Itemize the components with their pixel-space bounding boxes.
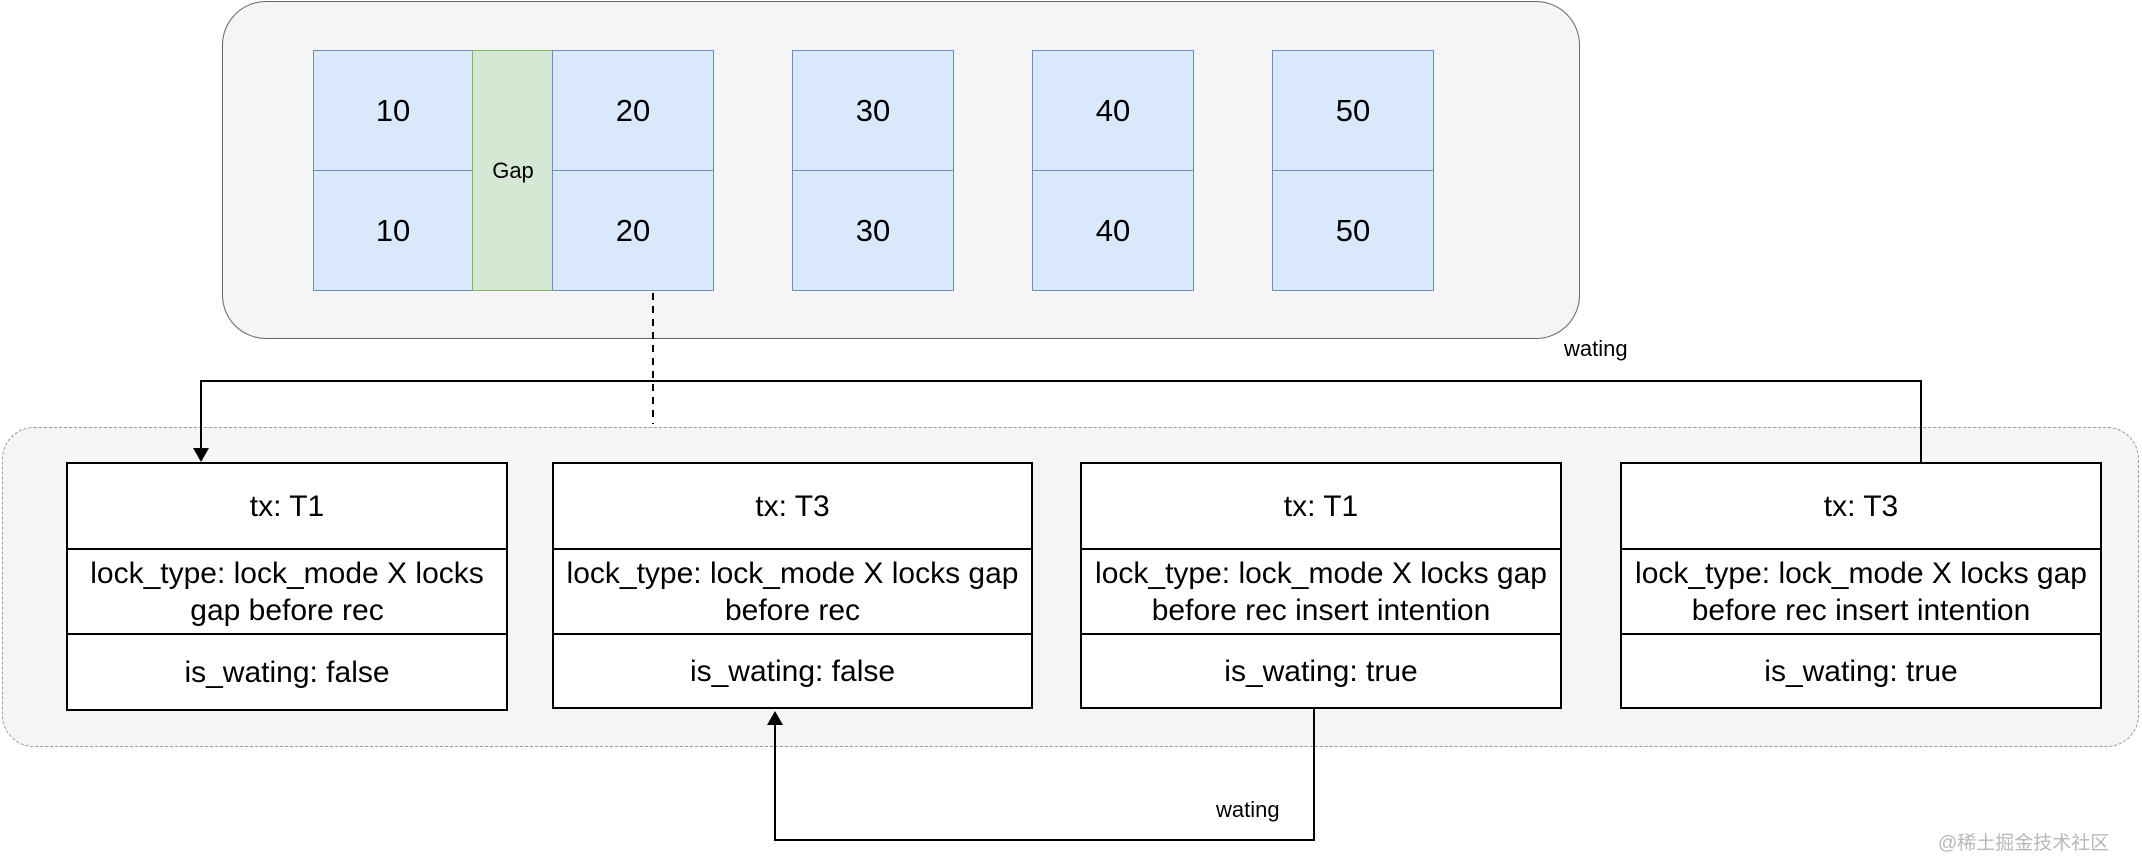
lock-card-t1-insert-intention: tx: T1 lock_type: lock_mode X locks gap … [1080,462,1562,709]
lock-is-waiting: is_wating: true [1764,654,1958,688]
record-10-bottom: 10 [313,170,473,291]
lock-card-t3-gap: tx: T3 lock_type: lock_mode X locks gap … [552,462,1033,709]
lock-tx: tx: T3 [1622,464,2100,550]
record-value: 50 [1335,93,1371,128]
bottom-waiting-arrowhead [767,711,783,725]
record-value: 20 [615,212,651,248]
record-40-bottom: 40 [1032,170,1194,291]
record-value: 30 [855,93,891,128]
lock-card-t3-insert-intention: tx: T3 lock_type: lock_mode X locks gap … [1620,462,2102,709]
record-20-bottom: 20 [552,170,714,291]
gap-label: Gap [492,157,534,183]
record-value: 10 [375,212,411,248]
lock-type: lock_type: lock_mode X locks gap before … [1622,550,2100,635]
record-value: 40 [1095,212,1131,248]
lock-tx: tx: T1 [68,464,506,550]
top-waiting-arrowhead [193,448,209,462]
top-waiting-arrow [200,380,1922,462]
lock-is-waiting: is_wating: true [1224,654,1418,688]
record-50-top: 50 [1272,50,1434,172]
lock-tx: tx: T3 [554,464,1031,550]
gap-region: Gap [472,50,554,291]
record-value: 50 [1335,212,1371,248]
record-10-top: 10 [313,50,473,172]
record-50-bottom: 50 [1272,170,1434,291]
lock-is-waiting: is_wating: false [184,655,390,689]
lock-is-waiting: is_wating: false [689,654,896,688]
lock-type: lock_type: lock_mode X locks gap before … [554,550,1031,635]
lock-tx: tx: T1 [1082,464,1560,550]
record-value: 10 [375,93,411,128]
bottom-waiting-label: wating [1216,797,1280,822]
record-value: 40 [1095,93,1131,128]
lock-card-t1-gap: tx: T1 lock_type: lock_mode X locks gap … [66,462,508,711]
lock-type: lock_type: lock_mode X locks gap before … [1082,550,1560,635]
record-40-top: 40 [1032,50,1194,172]
record-30-bottom: 30 [792,170,954,291]
record-value: 20 [615,93,651,128]
watermark: @稀土掘金技术社区 [1938,833,2110,854]
top-waiting-label: wating [1564,336,1628,361]
record-value: 30 [855,212,891,248]
bottom-waiting-arrow [774,709,1315,841]
lock-type: lock_type: lock_mode X locks gap before … [68,550,506,635]
record-20-top: 20 [552,50,714,172]
